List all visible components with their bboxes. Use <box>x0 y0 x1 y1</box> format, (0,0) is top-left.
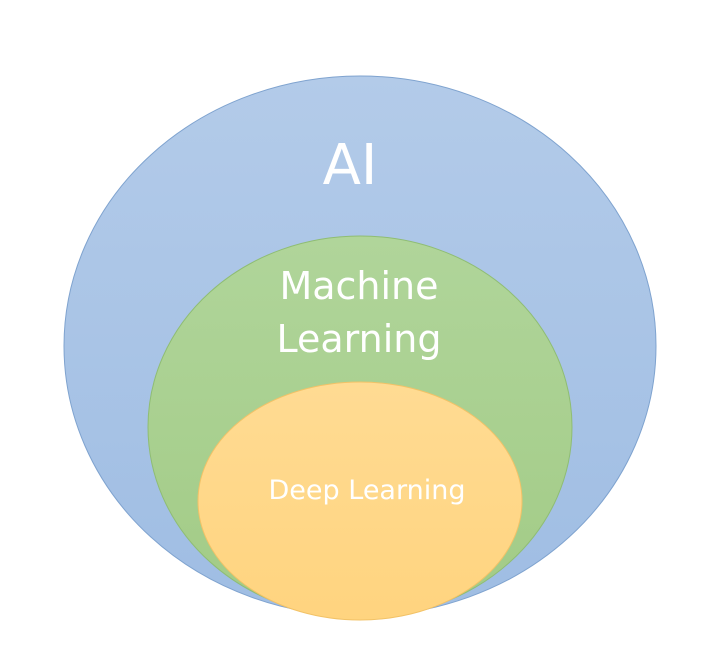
ai-label: AI <box>323 133 378 198</box>
machine-learning-label-line-1: Machine <box>279 264 438 308</box>
deep-learning-label: Deep Learning <box>269 475 466 506</box>
machine-learning-label-line-2: Learning <box>277 317 442 361</box>
deep-learning-circle <box>197 381 523 621</box>
